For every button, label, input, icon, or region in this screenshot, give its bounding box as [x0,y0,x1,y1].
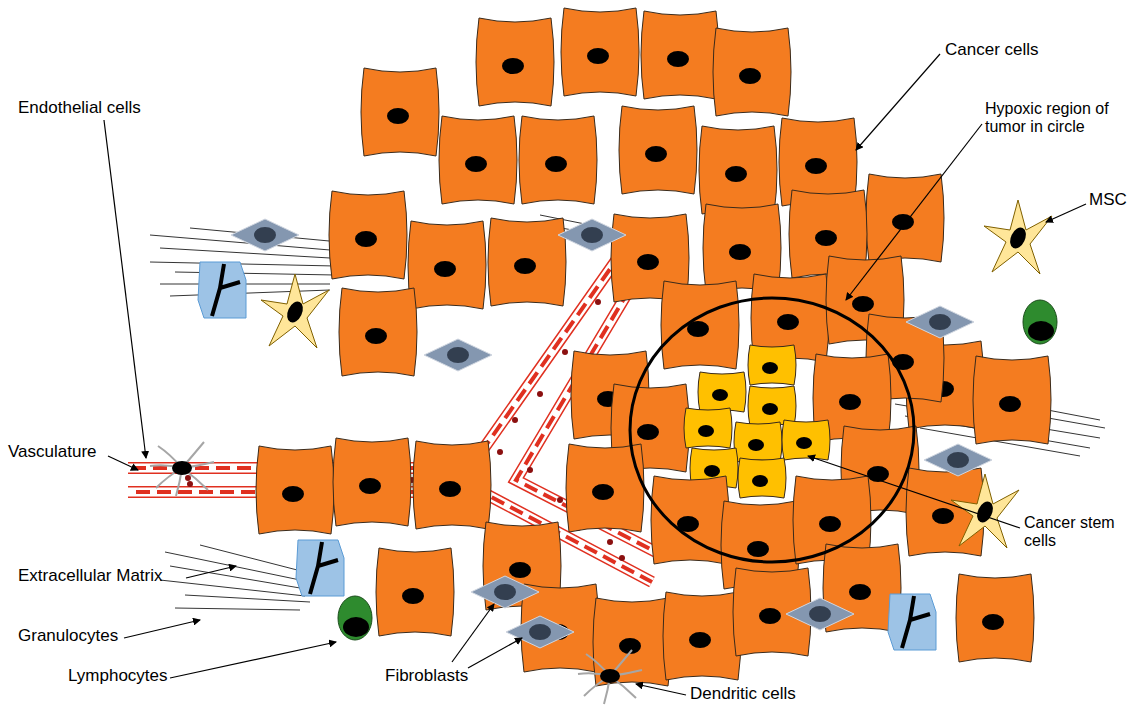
callout-label: MSC [1089,190,1133,210]
cancer-stem-cells [684,345,830,498]
cancer-cells [521,426,1034,686]
leader-lines [104,54,1086,695]
callout-label: Fibroblasts [385,666,485,686]
blood-vessel [128,252,656,582]
callout-label: Cancer cells [945,40,1095,60]
dendritic-cells [150,442,642,704]
callout-label: Cancer stem cells [1024,514,1130,551]
hypoxic-circle [630,298,914,562]
lymphocytes [338,300,1057,640]
callout-label: Dendritic cells [690,684,830,704]
extracellular-matrix [150,215,1105,610]
callout-label: Vasculature [8,442,118,462]
callout-label: Lymphocytes [68,666,178,686]
cancer-cells [256,8,1051,636]
callout-label: Endothelial cells [18,98,188,118]
callout-label: Granulocytes [18,626,138,646]
msc-cells [261,200,1052,548]
granulocytes [198,262,936,650]
callout-label: Extracellular Matrix [18,566,198,586]
callout-label: Hypoxic region of tumor in circle [985,100,1131,137]
fibroblasts [231,219,992,648]
